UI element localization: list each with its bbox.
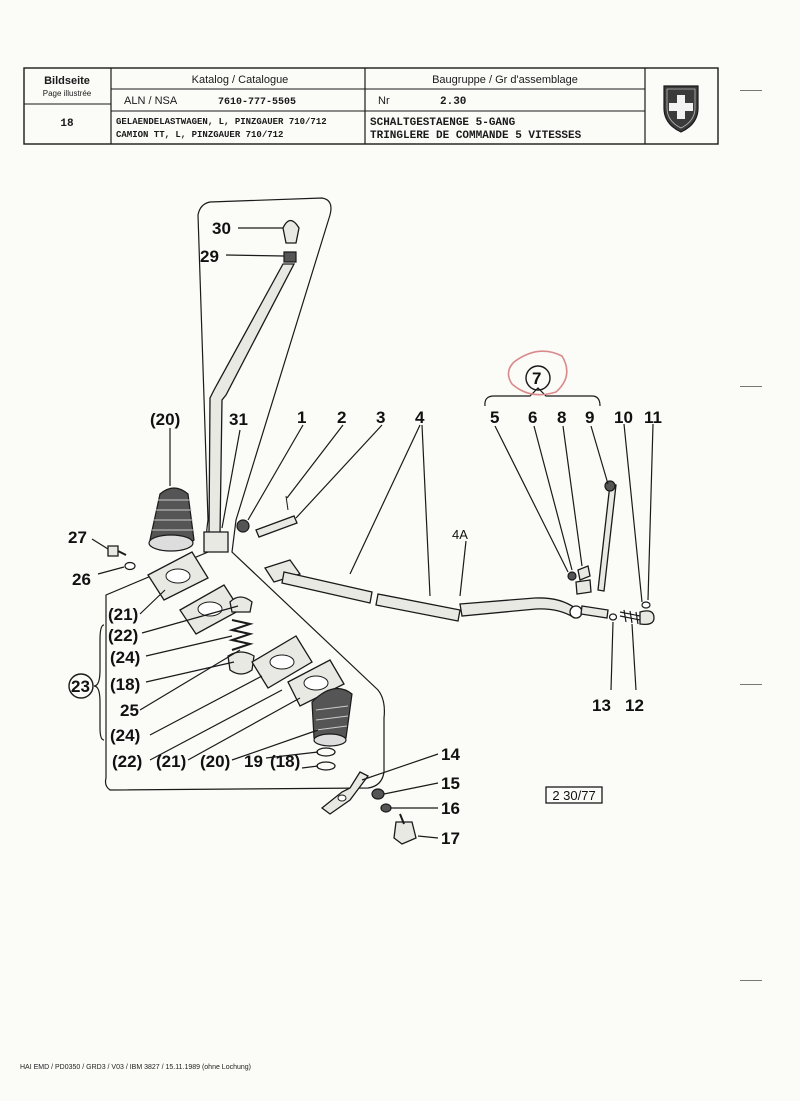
page-number: 18	[60, 118, 74, 130]
header-frame	[23, 67, 719, 145]
callout-7: 7	[532, 369, 541, 388]
rod-middle	[375, 593, 461, 622]
callout-26: 26	[72, 570, 91, 589]
aln-value: 7610-777-5505	[218, 97, 296, 108]
ring-18	[316, 761, 336, 771]
spring-25	[228, 619, 254, 651]
callout-14: 14	[441, 745, 460, 764]
figure-ref-text: 2 30/77	[552, 788, 595, 803]
callout-27: 27	[68, 528, 87, 547]
pin-2	[255, 515, 298, 538]
callout-18b: (18)	[270, 752, 300, 771]
washer-16	[380, 803, 392, 813]
ring-19	[316, 747, 336, 757]
callout-7-circle	[525, 365, 551, 391]
callout-20a: (20)	[150, 410, 180, 429]
callout-13: 13	[592, 696, 611, 715]
joint-5	[575, 579, 592, 595]
aln-label: ALN / NSA	[124, 95, 178, 107]
callout-9: 9	[585, 408, 594, 427]
lever-rod	[208, 263, 296, 536]
callout-17: 17	[441, 829, 460, 848]
callout-12: 12	[625, 696, 644, 715]
nr-value: 2.30	[440, 96, 466, 108]
gear-lever	[203, 219, 300, 553]
lever-group-outline	[104, 197, 385, 791]
callout-4a: 4A	[452, 527, 468, 542]
page-label-de: Bildseite	[44, 75, 90, 87]
thread-12	[619, 609, 641, 625]
rod-front	[281, 571, 373, 604]
washer-6	[567, 571, 577, 581]
callout-18a: (18)	[110, 675, 140, 694]
nut-8	[577, 565, 591, 581]
bushing-1	[236, 519, 250, 533]
catalog-label: Katalog / Catalogue	[192, 74, 289, 86]
bolt-27	[107, 545, 119, 557]
rubber-boot-upper	[148, 487, 195, 552]
callout-21b: (21)	[156, 752, 186, 771]
header-table: Bildseite Page illustrée 18 Katalog / Ca…	[23, 67, 719, 145]
lever-foot	[203, 531, 229, 553]
callout-2: 2	[337, 408, 346, 427]
knob-nut	[283, 251, 297, 263]
callout-5: 5	[490, 408, 499, 427]
callout-25: 25	[120, 701, 139, 720]
rod-9	[597, 483, 617, 592]
callout-16: 16	[441, 799, 460, 818]
vehicle-de: GELAENDELASTWAGEN, L, PINZGAUER 710/712	[116, 117, 327, 127]
callout-31: 31	[229, 410, 248, 429]
callout-3: 3	[376, 408, 385, 427]
shift-knob	[282, 219, 300, 244]
callout-24b: (24)	[110, 726, 140, 745]
callout-29: 29	[200, 247, 219, 266]
clip-11	[641, 601, 651, 609]
callout-19: 19	[244, 752, 263, 771]
figure-reference: 2 30/77	[545, 786, 603, 804]
margin-mark	[740, 90, 762, 91]
rod-4a	[459, 597, 576, 619]
group-label: Baugruppe / Gr d'assemblage	[432, 74, 578, 86]
print-footer: HAI EMD / PD0350 / GRD3 / V03 / IBM 3827…	[20, 1064, 251, 1071]
rod-9-eye	[604, 480, 616, 492]
callout-22b: (22)	[112, 752, 142, 771]
callout-30: 30	[212, 219, 231, 238]
callout-24a: (24)	[110, 648, 140, 667]
nut-15	[371, 788, 385, 800]
washer-13	[608, 613, 618, 621]
callout-1: 1	[297, 408, 306, 427]
title-de: SCHALTGESTAENGE 5-GANG	[370, 117, 516, 129]
callout-23: 23	[71, 677, 90, 696]
swiss-cross-shield-icon	[663, 85, 699, 133]
callout-21a: (21)	[108, 605, 138, 624]
title-fr: TRINGLERE DE COMMANDE 5 VITESSES	[370, 130, 582, 142]
callout-8: 8	[557, 408, 566, 427]
bolt-17	[393, 821, 417, 845]
callout-10: 10	[614, 408, 633, 427]
nr-label: Nr	[378, 95, 390, 107]
annotation-circle	[507, 350, 568, 396]
exploded-parts-drawing: 30 29 (20) 31 1 2 3 4 7 5 6 8 9 10 11 4A…	[68, 197, 662, 848]
callout-23-circle	[68, 673, 94, 699]
cup-24	[229, 596, 253, 613]
callout-22a: (22)	[108, 626, 138, 645]
callout-4: 4	[415, 408, 425, 427]
page-label-fr: Page illustrée	[43, 89, 92, 98]
callout-labels: 30 29 (20) 31 1 2 3 4 7 5 6 8 9 10 11 4A…	[68, 219, 662, 848]
rod-end-10	[639, 610, 655, 626]
margin-mark	[740, 684, 762, 685]
callout-20b: (20)	[200, 752, 230, 771]
vehicle-fr: CAMION TT, L, PINZGAUER 710/712	[116, 130, 283, 140]
margin-mark	[740, 980, 762, 981]
callout-6: 6	[528, 408, 537, 427]
tube-connector	[580, 605, 609, 619]
callout-11: 11	[644, 408, 662, 427]
callout-15: 15	[441, 774, 460, 793]
shift-rod	[263, 559, 583, 622]
margin-mark	[740, 386, 762, 387]
rubber-boot-lower	[311, 687, 353, 747]
leader-lines	[91, 227, 654, 839]
washer-26	[124, 561, 136, 571]
bracket-14	[320, 771, 369, 815]
